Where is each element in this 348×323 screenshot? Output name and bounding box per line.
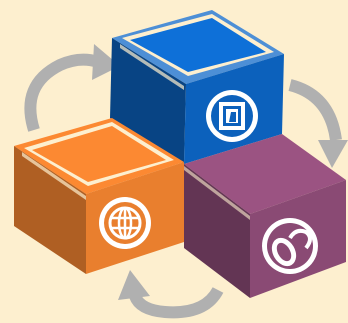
document-share-icon bbox=[206, 90, 258, 142]
cycle-arrow-bottom bbox=[118, 270, 224, 319]
cycle-arrow-right bbox=[288, 79, 348, 168]
mouse-icon bbox=[262, 218, 318, 274]
purple-box bbox=[184, 134, 346, 298]
globe-icon bbox=[99, 197, 151, 249]
cycle-arrow-top-left bbox=[24, 44, 120, 132]
